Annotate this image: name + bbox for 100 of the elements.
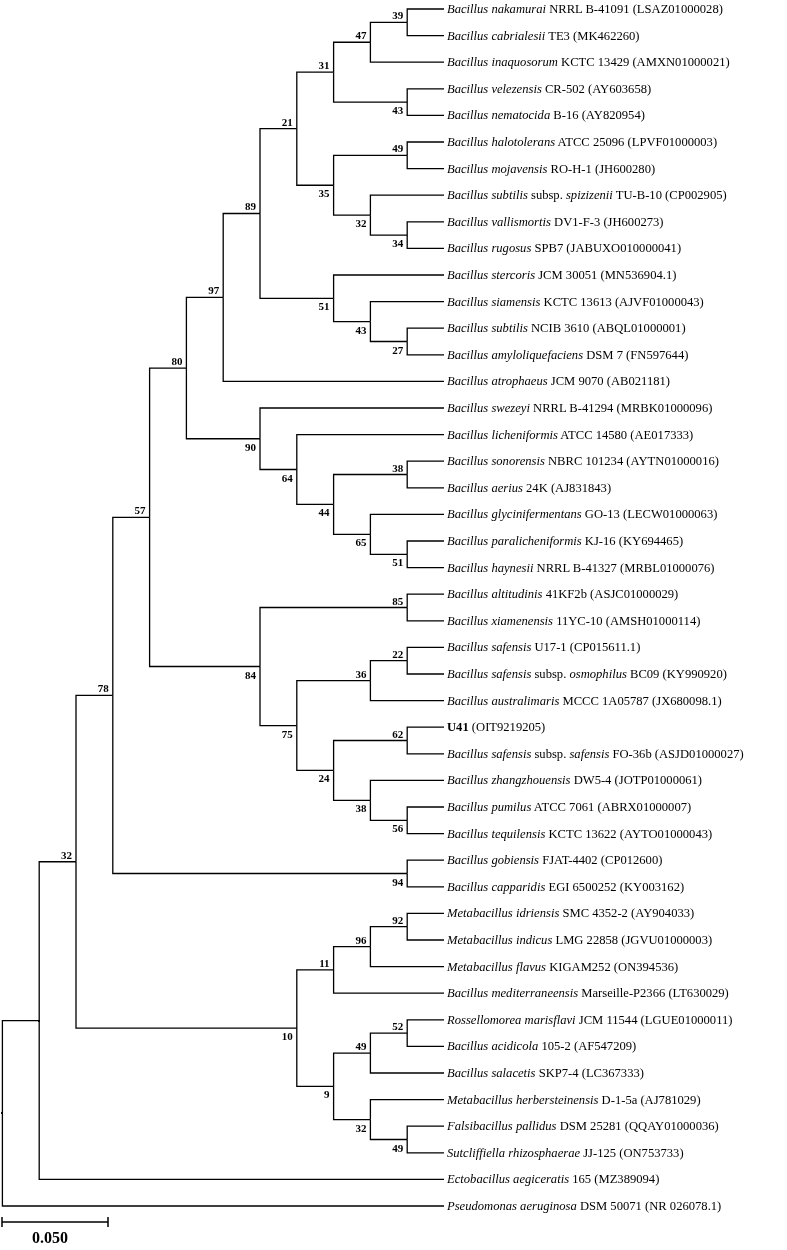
taxon-label: Bacillus safensis subsp. safensis FO-36b (ASJD01000027) <box>444 745 744 762</box>
taxon-label: Bacillus inaquosorum KCTC 13429 (AMXN01000021) <box>444 54 730 71</box>
bootstrap-value: 80 <box>171 355 187 368</box>
bootstrap-value: 65 <box>355 536 371 549</box>
tree-branch <box>369 1118 408 1141</box>
tree-branch <box>406 819 445 835</box>
bootstrap-value: 10 <box>281 1030 297 1043</box>
tree-branch <box>38 861 77 1022</box>
tree-branch <box>406 646 445 662</box>
bootstrap-value: 49 <box>355 1040 371 1053</box>
taxon-label: Bacillus cabrialesii TE3 (MK462260) <box>444 27 640 44</box>
tree-branch <box>296 969 335 1029</box>
tree-branch <box>369 779 445 801</box>
tree-branch <box>369 41 445 63</box>
taxon-label: Falsibacillus pallidus DSM 25281 (QQAY01000036) <box>444 1118 719 1135</box>
taxon-label: Bacillus rugosus SPB7 (JABUXO010000041) <box>444 240 682 257</box>
tree-branch <box>259 128 298 215</box>
tree-branch <box>332 297 372 323</box>
bootstrap-value: 51 <box>318 300 334 313</box>
tree-branch <box>332 71 408 103</box>
taxon-label: Bacillus xiamenensis 11YC-10 (AMSH01000114) <box>444 612 701 629</box>
tree-branch <box>406 1125 445 1141</box>
bootstrap-value: 52 <box>392 1020 408 1033</box>
bootstrap-value: 85 <box>392 594 408 607</box>
tree-branch <box>369 680 445 702</box>
taxon-label: Bacillus acidicola 105-2 (AF547209) <box>444 1038 637 1055</box>
tree-branch <box>406 460 445 476</box>
tree-branch <box>332 1052 372 1087</box>
tree-branch <box>369 21 408 43</box>
taxon-label: Metabacillus idriensis SMC 4352-2 (AY904033) <box>444 905 695 922</box>
tree-branch <box>406 21 445 37</box>
bootstrap-value: 32 <box>355 1121 371 1134</box>
taxon-label: Bacillus subtilis NCIB 3610 (ABQL01000001) <box>444 320 686 337</box>
taxon-label: Bacillus stercoris JCM 30051 (MN536904.1) <box>444 267 677 283</box>
taxon-label: Bacillus halotolerans ATCC 25096 (LPVF01000003) <box>444 134 718 150</box>
bootstrap-value: 62 <box>392 727 408 740</box>
taxon-label: Bacillus zhangzhouensis DW5-4 (JOTP01000061) <box>444 772 703 789</box>
tree-branch <box>406 872 445 888</box>
tree-branch <box>406 327 445 343</box>
taxon-label: Bacillus glycinifermentans GO-13 (LECW01000063) <box>444 506 718 523</box>
bootstrap-value: 84 <box>245 668 260 681</box>
tree-branch <box>296 724 335 772</box>
tree-branch <box>406 141 445 156</box>
tree-branch <box>406 739 445 755</box>
bootstrap-value: 64 <box>281 471 297 484</box>
tree-branch <box>75 861 298 1029</box>
tree-branch <box>406 154 445 170</box>
tree-branch <box>406 593 445 609</box>
bootstrap-value: 22 <box>392 647 408 660</box>
taxon-label: Sutcliffiella rhizosphaerae JJ-125 (ON753733) <box>444 1144 684 1161</box>
bootstrap-value: 9 <box>324 1088 334 1101</box>
taxon-label: Bacillus mediterraneensis Marseille-P2366 (LT630029) <box>444 985 729 1002</box>
tree-branch <box>332 1085 372 1121</box>
bootstrap-value: 90 <box>245 440 260 453</box>
bootstrap-value: 92 <box>392 913 408 926</box>
tree-branch <box>406 8 445 23</box>
taxon-label: Bacillus aerius 24K (AJ831843) <box>444 479 612 496</box>
tree-branch <box>369 320 408 343</box>
tree-branch <box>259 438 298 471</box>
tree-branch <box>369 533 408 555</box>
bootstrap-value: 35 <box>318 187 334 200</box>
tree-branch <box>369 1098 445 1121</box>
bootstrap-value: 32 <box>61 848 76 861</box>
bootstrap-value: 32 <box>355 217 371 230</box>
tree-branch <box>369 660 408 682</box>
tree-branch <box>296 128 335 186</box>
bootstrap-value: 97 <box>208 284 224 297</box>
bootstrap-value: 57 <box>134 504 150 517</box>
tree-branch <box>406 88 445 103</box>
tree-branch <box>406 540 445 555</box>
tree-branch <box>369 194 445 216</box>
tree-branch <box>406 1138 445 1154</box>
bootstrap-value: 96 <box>355 933 371 946</box>
bootstrap-value: 43 <box>355 323 371 336</box>
bootstrap-value: 78 <box>97 682 113 695</box>
tree-branch <box>112 694 408 875</box>
tree-branch <box>332 154 408 186</box>
tree-branch <box>369 799 408 821</box>
taxon-label: Bacillus swezeyi NRRL B-41294 (MRBK01000096) <box>444 400 713 416</box>
tree-branch <box>296 1027 335 1087</box>
bootstrap-value: 27 <box>392 343 408 356</box>
tree-branch <box>332 184 372 216</box>
taxon-label: Bacillus paralicheniformis KJ-16 (KY694465) <box>444 533 684 549</box>
tree-branch <box>406 340 445 356</box>
tree-branch <box>148 367 188 518</box>
branch-point <box>38 1019 41 1022</box>
tree-branch <box>369 513 445 535</box>
tree-branch <box>259 606 408 668</box>
tree-branch <box>75 694 114 863</box>
tree-branch <box>148 516 261 668</box>
tree-branch <box>259 407 445 440</box>
tree-branch <box>332 41 372 73</box>
bootstrap-value: 49 <box>392 142 408 155</box>
bootstrap-value: 43 <box>392 104 408 117</box>
tree-branch <box>332 274 445 299</box>
tree-branch <box>406 1032 445 1048</box>
tree-branch <box>406 726 445 742</box>
tree-branch <box>406 926 445 941</box>
tree-branch <box>185 296 224 369</box>
taxon-label: Bacillus velezensis CR-502 (AY603658) <box>444 80 652 97</box>
